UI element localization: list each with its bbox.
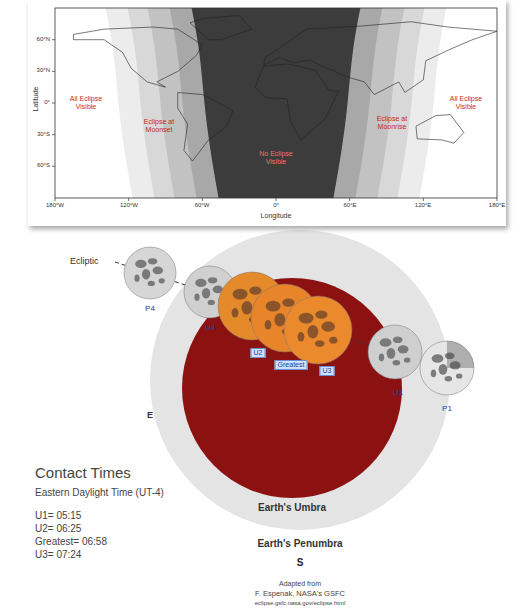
tick — [55, 198, 56, 201]
credit: eclipse.gsfc.nasa.gov/eclipse.html — [255, 600, 346, 607]
credit: Adapted from — [279, 580, 321, 588]
moon-figures — [124, 247, 474, 395]
visibility-bands — [104, 8, 448, 198]
continent-outline — [178, 92, 233, 161]
continent-outline — [416, 115, 464, 143]
continents — [73, 15, 497, 161]
region-label: Earth's Umbra — [258, 502, 326, 513]
region-label: Earth's Penumbra — [257, 538, 342, 549]
table-title: Contact Times — [35, 464, 131, 481]
lon-tick: 180°W — [46, 202, 64, 209]
tick — [202, 198, 203, 201]
direction-label: S — [297, 557, 304, 569]
ecliptic-label: Ecliptic — [70, 256, 99, 266]
visibility-band — [146, 8, 406, 198]
map-frame — [55, 8, 497, 198]
contact-time: U3= 07:24 — [35, 549, 81, 561]
tick — [349, 198, 350, 201]
lon-tick: 120°W — [120, 202, 138, 209]
tick — [497, 198, 498, 201]
contact-label: P1 — [442, 404, 452, 413]
region-label: Eclipse at Moonset — [136, 118, 182, 134]
continent-outline — [73, 27, 202, 87]
tick — [52, 103, 55, 104]
axis-title: Latitude — [32, 87, 40, 112]
lon-tick: 60°W — [195, 202, 210, 209]
tick — [52, 166, 55, 167]
map-panel — [28, 0, 506, 226]
map-grid — [52, 40, 497, 201]
lat-tick: 30°S — [37, 131, 50, 138]
visibility-band — [104, 8, 448, 198]
region-label: All Eclipse Visible — [443, 95, 489, 111]
region-label: Eclipse at Moonrise — [369, 115, 415, 131]
moon — [284, 296, 352, 364]
tick — [128, 198, 129, 201]
lon-tick: 180°E — [489, 202, 505, 209]
axis-title: Longitude — [261, 212, 292, 220]
visibility-band — [190, 8, 362, 198]
tick — [52, 71, 55, 72]
tick — [52, 39, 55, 40]
lon-tick: 60°E — [343, 202, 356, 209]
lon-tick: 120°E — [415, 202, 431, 209]
continent-outline — [190, 15, 251, 39]
region-label: All Eclipse Visible — [63, 95, 109, 111]
credit: F. Espenak, NASA's GSFC — [255, 590, 345, 599]
region-label: No Eclipse Visible — [253, 150, 299, 166]
contact-time: U2= 06:25 — [35, 523, 81, 535]
contact-label: U4 — [205, 323, 215, 332]
contact-tag: Greatest — [275, 360, 308, 370]
tick — [52, 134, 55, 135]
lon-tick: 0° — [273, 202, 279, 209]
disc-fill — [150, 230, 450, 530]
table-subtitle: Eastern Daylight Time (UT-4) — [35, 487, 164, 499]
visibility-band — [168, 8, 384, 198]
visibility-band — [126, 8, 426, 198]
contact-label: U1 — [393, 388, 403, 397]
tick — [423, 198, 424, 201]
moon — [368, 325, 422, 379]
contact-time: U1= 05:15 — [35, 510, 81, 522]
lat-tick: 60°N — [37, 36, 50, 43]
lat-tick: 30°N — [37, 67, 50, 74]
tick — [276, 198, 277, 201]
contact-tag: U3 — [320, 366, 335, 376]
lat-tick: 0° — [44, 99, 50, 106]
moon-shade — [447, 341, 474, 368]
moon — [124, 247, 176, 299]
continent-outline — [264, 22, 497, 95]
contact-label: P4 — [145, 304, 155, 313]
continent-outline — [255, 64, 338, 140]
lat-tick: 60°S — [37, 162, 50, 169]
direction-label: E — [147, 410, 153, 420]
contact-tag: U2 — [251, 348, 266, 358]
contact-time: Greatest= 06:58 — [35, 536, 107, 548]
moon — [420, 341, 474, 395]
